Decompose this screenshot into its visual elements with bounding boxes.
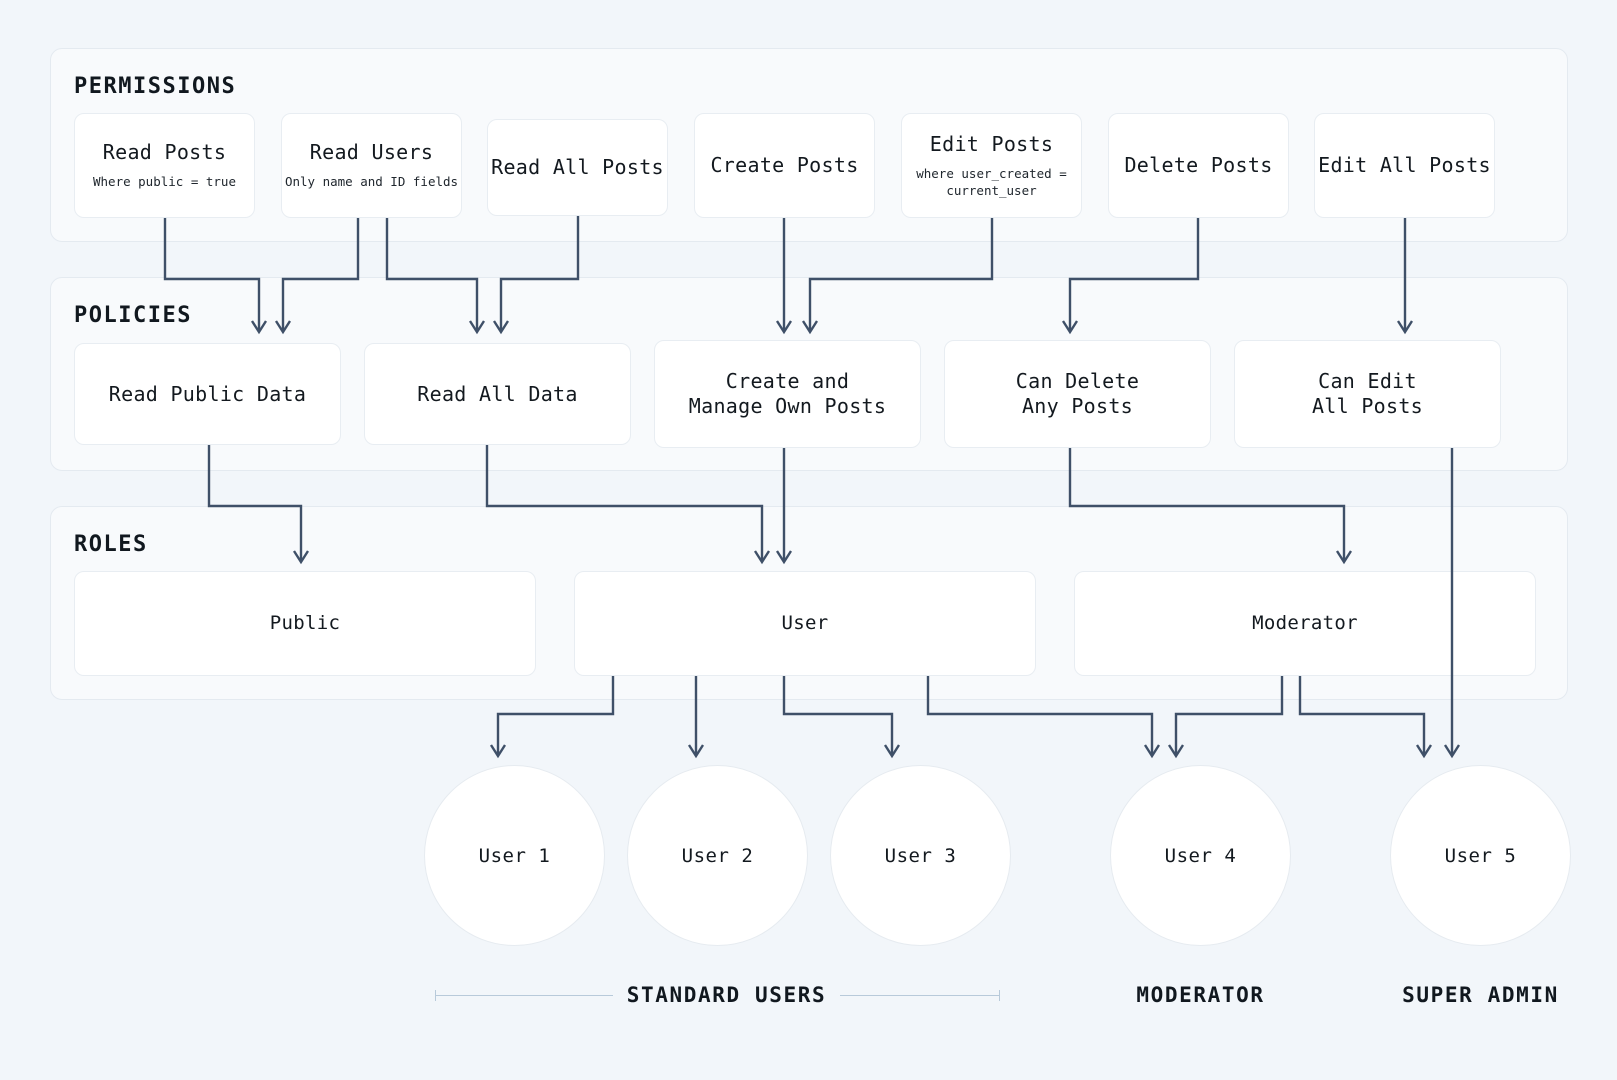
user-node-user-3[interactable]: User 3 bbox=[830, 765, 1011, 946]
permission-title: Read Posts bbox=[102, 140, 227, 165]
policy-card-can-delete-any[interactable]: Can Delete Any Posts bbox=[944, 340, 1211, 448]
user-node-user-5[interactable]: User 5 bbox=[1390, 765, 1571, 946]
permissions-heading: PERMISSIONS bbox=[74, 74, 237, 99]
user-node-user-4[interactable]: User 4 bbox=[1110, 765, 1291, 946]
permission-card-delete-posts[interactable]: Delete Posts bbox=[1108, 113, 1289, 218]
permission-subtitle: Only name and ID fields bbox=[284, 174, 459, 190]
permission-card-read-all-posts[interactable]: Read All Posts bbox=[487, 119, 668, 216]
policy-title: Create and Manage Own Posts bbox=[688, 369, 887, 418]
user-group-standard-users: STANDARD USERS bbox=[424, 980, 1011, 1010]
user-node-user-1[interactable]: User 1 bbox=[424, 765, 605, 946]
user-label: User 5 bbox=[1444, 844, 1517, 867]
policy-card-read-public-data[interactable]: Read Public Data bbox=[74, 343, 341, 445]
role-card-moderator[interactable]: Moderator bbox=[1074, 571, 1536, 676]
permission-title: Delete Posts bbox=[1124, 153, 1273, 177]
policy-title: Can Delete Any Posts bbox=[1015, 369, 1140, 418]
policy-title: Read All Data bbox=[417, 381, 578, 406]
role-title: Moderator bbox=[1252, 611, 1358, 634]
permission-card-read-posts[interactable]: Read Posts Where public = true bbox=[74, 113, 255, 218]
permission-subtitle: Where public = true bbox=[93, 174, 236, 190]
policies-heading: POLICIES bbox=[74, 303, 192, 328]
user-group-label: SUPER ADMIN bbox=[1402, 983, 1559, 1007]
policy-title: Read Public Data bbox=[108, 381, 307, 406]
user-label: User 1 bbox=[478, 844, 551, 867]
user-group-label: STANDARD USERS bbox=[626, 983, 827, 1007]
role-card-public[interactable]: Public bbox=[74, 571, 536, 676]
user-group-moderator: MODERATOR bbox=[1110, 980, 1291, 1010]
user-node-user-2[interactable]: User 2 bbox=[627, 765, 808, 946]
policy-card-can-edit-all[interactable]: Can Edit All Posts bbox=[1234, 340, 1501, 448]
policy-title: Can Edit All Posts bbox=[1311, 369, 1424, 418]
user-label: User 2 bbox=[681, 844, 754, 867]
policy-card-create-manage-own[interactable]: Create and Manage Own Posts bbox=[654, 340, 921, 448]
policy-card-read-all-data[interactable]: Read All Data bbox=[364, 343, 631, 445]
role-title: User bbox=[781, 611, 829, 634]
user-label: User 3 bbox=[884, 844, 957, 867]
permission-card-edit-all-posts[interactable]: Edit All Posts bbox=[1314, 113, 1495, 218]
permission-card-read-users[interactable]: Read Users Only name and ID fields bbox=[281, 113, 462, 218]
permission-title: Create Posts bbox=[710, 153, 859, 177]
permission-card-edit-posts[interactable]: Edit Posts where user_created = current_… bbox=[901, 113, 1082, 218]
group-rule-left bbox=[434, 989, 613, 1001]
group-rule-right bbox=[840, 989, 1001, 1001]
user-group-super-admin: SUPER ADMIN bbox=[1390, 980, 1571, 1010]
permission-card-create-posts[interactable]: Create Posts bbox=[694, 113, 875, 218]
permission-title: Read All Posts bbox=[491, 155, 664, 179]
permission-title: Edit Posts bbox=[929, 132, 1054, 157]
user-label: User 4 bbox=[1164, 844, 1237, 867]
roles-heading: ROLES bbox=[74, 532, 148, 557]
permission-title: Read Users bbox=[309, 140, 434, 165]
permission-subtitle: where user_created = current_user bbox=[916, 166, 1067, 198]
user-group-label: MODERATOR bbox=[1136, 983, 1265, 1007]
permission-title: Edit All Posts bbox=[1318, 153, 1491, 177]
role-card-user[interactable]: User bbox=[574, 571, 1036, 676]
role-title: Public bbox=[269, 611, 341, 634]
